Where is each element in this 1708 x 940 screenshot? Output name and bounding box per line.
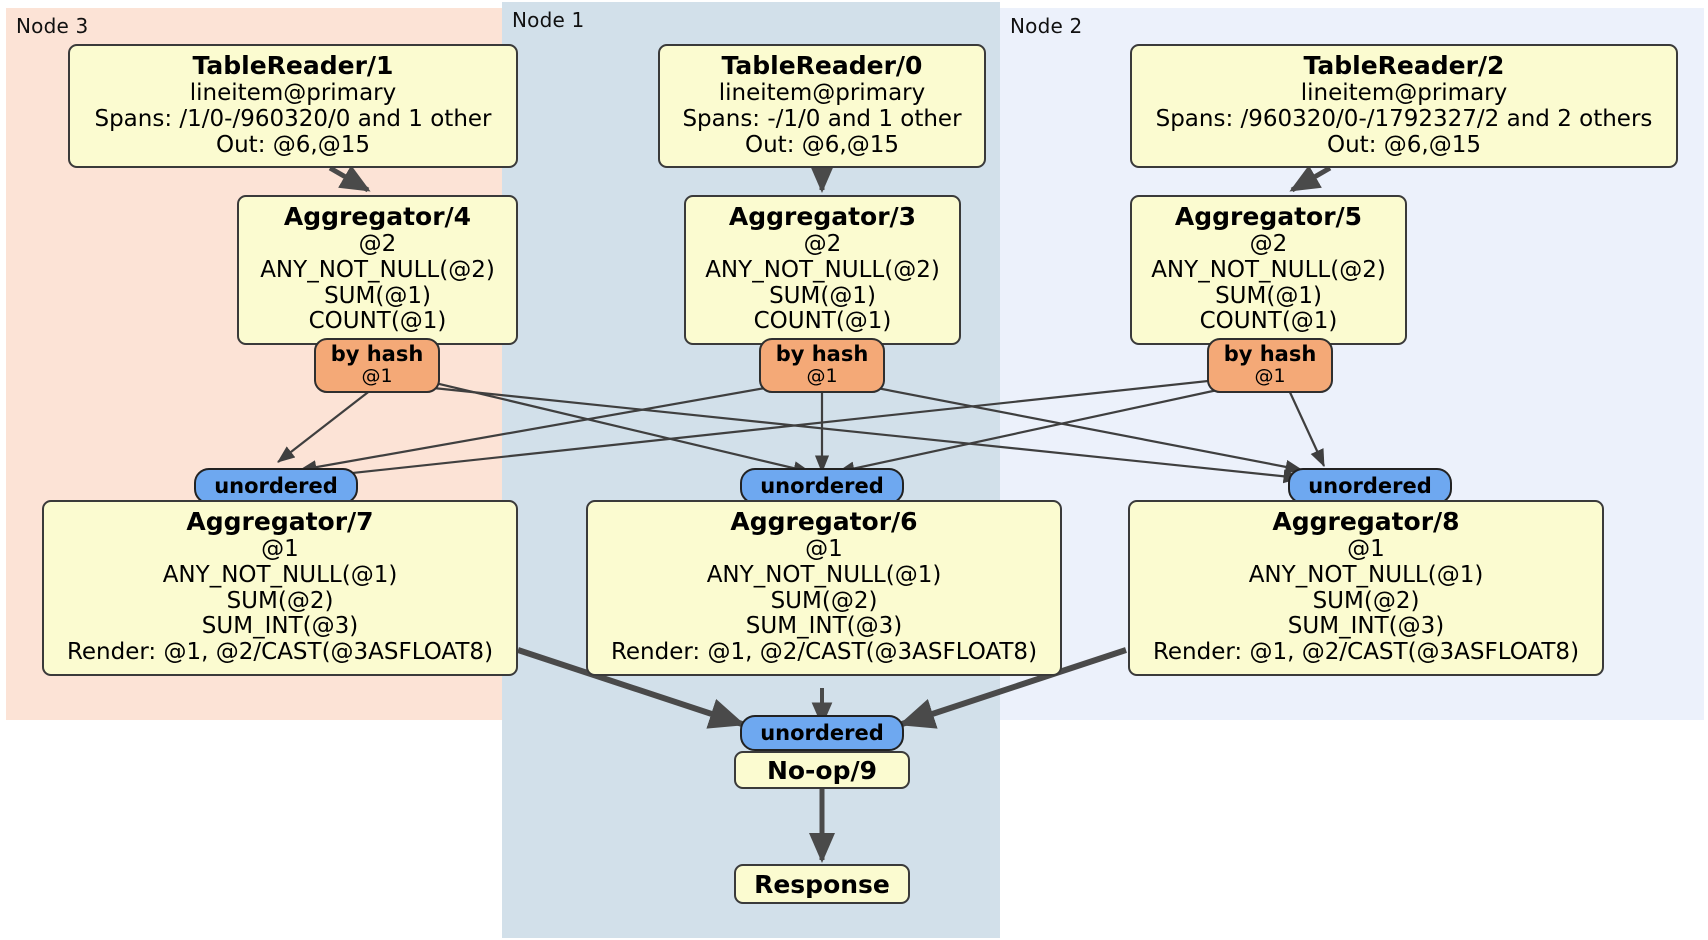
processor-line: Out: @6,@15 [745, 131, 899, 158]
badge-label: unordered [214, 474, 338, 498]
processor-line: Render: @1, @2/CAST(@3ASFLOAT8) [66, 639, 494, 665]
processor-title: Aggregator/4 [283, 202, 472, 231]
processor-line: ANY_NOT_NULL(@1) [706, 561, 942, 588]
processor-line: Spans: -/1/0 and 1 other [682, 105, 962, 132]
node-label-node2: Node 2 [1010, 14, 1083, 38]
processor-aggregator-3[interactable]: Aggregator/3 @2 ANY_NOT_NULL(@2) SUM(@1)… [684, 195, 961, 345]
processor-line: Out: @6,@15 [216, 131, 370, 158]
processor-title: Aggregator/3 [728, 202, 917, 231]
processor-line: SUM(@2) [226, 587, 334, 614]
badge-unordered-left[interactable]: unordered [194, 468, 358, 504]
processor-aggregator-6[interactable]: Aggregator/6 @1 ANY_NOT_NULL(@1) SUM(@2)… [586, 500, 1062, 676]
node-label-node1: Node 1 [512, 8, 585, 32]
processor-line: lineitem@primary [189, 80, 397, 106]
badge-label: by hash [775, 342, 869, 366]
badge-label: by hash [330, 342, 424, 366]
badge-by-hash-right[interactable]: by hash @1 [1207, 338, 1333, 394]
badge-column: @1 [806, 364, 838, 387]
processor-response[interactable]: Response [734, 864, 910, 904]
processor-line: lineitem@primary [1300, 80, 1508, 106]
processor-line: @1 [261, 536, 299, 562]
processor-title: Aggregator/8 [1272, 507, 1460, 536]
processor-line: SUM(@2) [1312, 587, 1420, 614]
processor-title: TableReader/1 [192, 51, 394, 80]
processor-line: @1 [805, 536, 843, 562]
processor-line: SUM_INT(@3) [745, 613, 903, 640]
processor-line: Spans: /960320/0-/1792327/2 and 2 others [1155, 105, 1653, 132]
processor-line: ANY_NOT_NULL(@1) [1248, 561, 1484, 588]
processor-line: ANY_NOT_NULL(@1) [162, 561, 398, 588]
processor-table-reader-1[interactable]: TableReader/1 lineitem@primary Spans: /1… [68, 44, 518, 169]
processor-table-reader-2[interactable]: TableReader/2 lineitem@primary Spans: /9… [1130, 44, 1678, 169]
processor-line: @2 [358, 231, 397, 257]
processor-line: Spans: /1/0-/960320/0 and 1 other [94, 105, 492, 132]
processor-table-reader-0[interactable]: TableReader/0 lineitem@primary Spans: -/… [658, 44, 986, 169]
processor-line: SUM_INT(@3) [1287, 613, 1445, 640]
processor-line: SUM(@2) [770, 587, 878, 614]
badge-label: unordered [1308, 474, 1432, 498]
processor-title: No-op/9 [766, 755, 878, 785]
processor-title: TableReader/0 [721, 51, 923, 80]
processor-line: Render: @1, @2/CAST(@3ASFLOAT8) [610, 639, 1038, 665]
processor-line: lineitem@primary [718, 80, 926, 106]
processor-line: SUM(@1) [324, 282, 431, 309]
processor-line: @2 [1249, 231, 1288, 257]
processor-line: COUNT(@1) [308, 308, 447, 335]
processor-line: Out: @6,@15 [1327, 131, 1481, 158]
badge-unordered-final[interactable]: unordered [740, 715, 904, 751]
processor-line: SUM(@1) [769, 282, 876, 309]
processor-title: Aggregator/7 [186, 507, 374, 536]
badge-by-hash-left[interactable]: by hash @1 [314, 338, 440, 394]
processor-line: ANY_NOT_NULL(@2) [260, 256, 495, 283]
processor-aggregator-4[interactable]: Aggregator/4 @2 ANY_NOT_NULL(@2) SUM(@1)… [237, 195, 518, 345]
badge-label: by hash [1223, 342, 1317, 366]
badge-label: unordered [760, 474, 884, 498]
processor-no-op-9[interactable]: No-op/9 [734, 751, 910, 789]
processor-aggregator-7[interactable]: Aggregator/7 @1 ANY_NOT_NULL(@1) SUM(@2)… [42, 500, 518, 676]
processor-title: Aggregator/6 [730, 507, 918, 536]
processor-title: TableReader/2 [1303, 51, 1505, 80]
processor-line: SUM_INT(@3) [201, 613, 359, 640]
processor-title: Response [754, 869, 890, 899]
badge-column: @1 [361, 364, 393, 387]
badge-unordered-right[interactable]: unordered [1288, 468, 1452, 504]
processor-aggregator-8[interactable]: Aggregator/8 @1 ANY_NOT_NULL(@1) SUM(@2)… [1128, 500, 1604, 676]
badge-by-hash-mid[interactable]: by hash @1 [759, 338, 885, 394]
badge-unordered-mid[interactable]: unordered [740, 468, 904, 504]
badge-column: @1 [1254, 364, 1286, 387]
processor-line: Render: @1, @2/CAST(@3ASFLOAT8) [1152, 639, 1580, 665]
processor-line: @1 [1347, 536, 1385, 562]
badge-label: unordered [760, 721, 884, 745]
processor-line: SUM(@1) [1215, 282, 1322, 309]
node-label-node3: Node 3 [16, 14, 89, 38]
processor-line: @2 [803, 231, 842, 257]
processor-title: Aggregator/5 [1174, 202, 1363, 231]
processor-line: ANY_NOT_NULL(@2) [705, 256, 940, 283]
processor-line: COUNT(@1) [753, 308, 892, 335]
processor-line: ANY_NOT_NULL(@2) [1151, 256, 1386, 283]
processor-aggregator-5[interactable]: Aggregator/5 @2 ANY_NOT_NULL(@2) SUM(@1)… [1130, 195, 1407, 345]
processor-line: COUNT(@1) [1199, 308, 1338, 335]
